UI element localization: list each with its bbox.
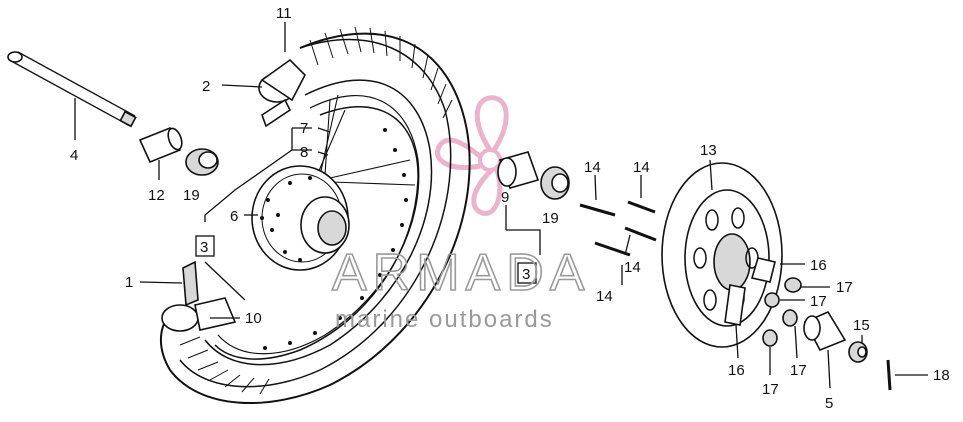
callout-label: 5 — [825, 395, 833, 412]
boxed-callout-frame — [195, 235, 215, 257]
axle-sleeve — [803, 310, 847, 352]
callout-label: 16 — [728, 362, 745, 379]
callout-label: 9 — [501, 189, 509, 206]
callout-label: 17 — [762, 381, 779, 398]
axle-spacer — [138, 126, 183, 164]
callout-label: 15 — [853, 317, 870, 334]
callout-label: 11 — [276, 5, 292, 22]
callout-label: 17 — [790, 362, 807, 379]
callout-label: 14 — [596, 288, 613, 305]
axle-nut — [848, 341, 868, 363]
callout-label: 17 — [810, 293, 827, 310]
callout-label: 7 — [300, 120, 308, 137]
lock-washers — [724, 257, 776, 326]
callout-label: 18 — [933, 367, 950, 384]
callout-label: 14 — [624, 259, 641, 276]
callout-label: 1 — [125, 274, 133, 291]
callout-label: 13 — [700, 142, 717, 159]
wheel-rim — [214, 106, 419, 360]
tire — [159, 26, 471, 405]
callout-label: 19 — [542, 210, 559, 227]
distance-collar — [497, 151, 540, 189]
wheel-bearing-left — [185, 148, 219, 176]
studs — [579, 200, 657, 257]
nuts — [762, 277, 802, 347]
callout-label: 3 — [522, 266, 530, 283]
callout-labels: 11 2 4 12 19 7 8 6 3 1 10 9 19 3 14 14 1… — [70, 5, 950, 412]
callout-label: 2 — [202, 78, 210, 95]
callout-label: 14 — [584, 159, 601, 176]
collar — [161, 260, 237, 332]
callout-label: 3 — [200, 239, 208, 256]
watermark-brand: ARMADA — [332, 244, 590, 302]
callout-label: 19 — [183, 187, 200, 204]
speedometer-gearbox — [258, 58, 306, 128]
callout-label: 4 — [70, 147, 78, 164]
callout-label: 10 — [245, 310, 262, 327]
wheel-spokes — [314, 94, 416, 186]
callout-label: 14 — [633, 159, 650, 176]
callout-label: 16 — [810, 257, 827, 274]
boxed-callout-frame — [517, 262, 537, 284]
brake-disc — [661, 162, 783, 348]
wheel-bearing-right — [540, 166, 570, 200]
front-axle — [7, 51, 137, 128]
wheel-hub — [251, 165, 350, 271]
callout-label: 12 — [148, 187, 165, 204]
callout-label: 8 — [300, 144, 308, 161]
callout-label: 6 — [230, 208, 238, 225]
cotter-pin — [886, 359, 892, 391]
watermark-tagline: marine outboards — [335, 306, 554, 333]
leader-lines — [74, 22, 928, 389]
callout-label: 17 — [836, 279, 853, 296]
